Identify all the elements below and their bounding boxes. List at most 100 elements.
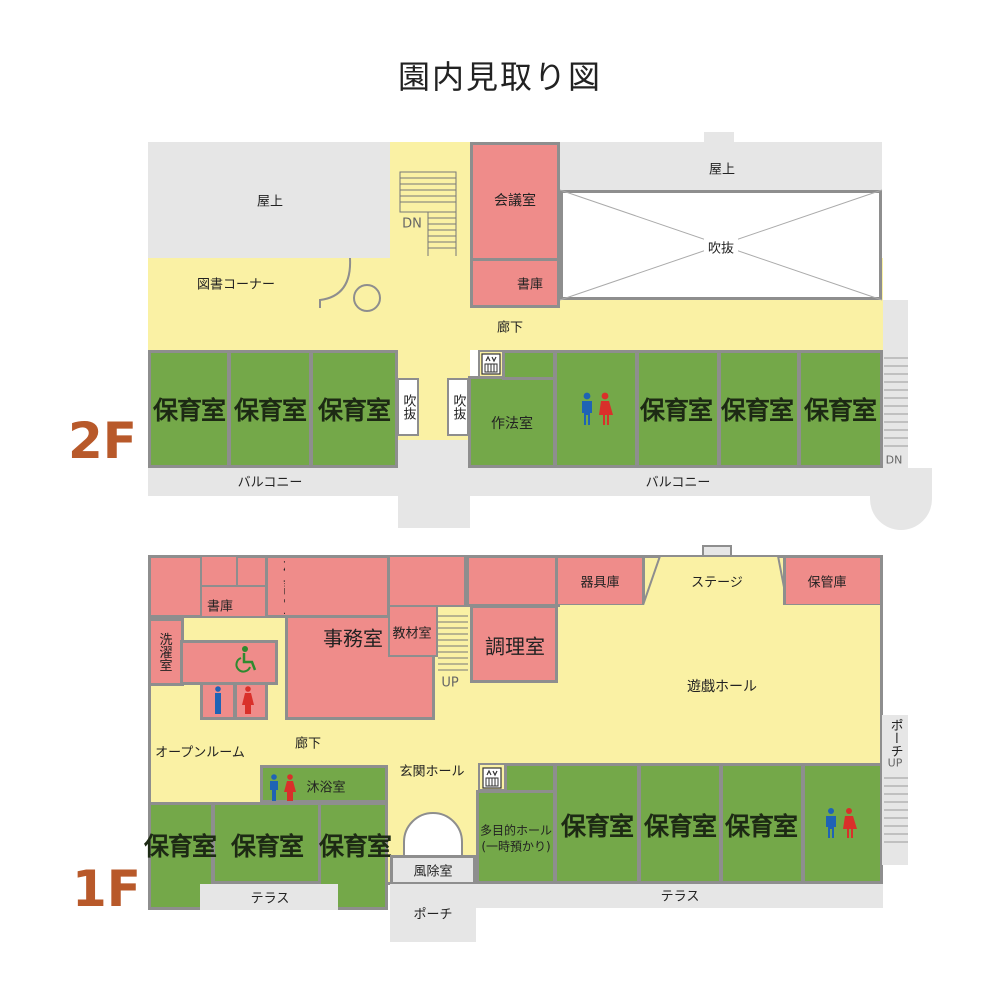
corridor-1f-label: 廊下 xyxy=(294,736,322,752)
storage-2f xyxy=(500,258,560,308)
balcony-strip xyxy=(148,468,883,496)
nursery-1f-1-label: 保育室 xyxy=(143,832,217,861)
porch-bottom xyxy=(390,884,476,942)
terrace-right xyxy=(476,884,883,908)
nursery-2f-1 xyxy=(148,350,230,468)
custody-room-label: 保管庫 xyxy=(807,575,847,591)
equipment-room-label: 器具庫 xyxy=(580,575,620,591)
atrium-small-left xyxy=(397,378,419,436)
rooftop-left xyxy=(148,142,390,260)
custody-room xyxy=(783,555,883,607)
outer-stairs-2f xyxy=(880,300,908,468)
conference-room xyxy=(470,142,560,262)
windbreak-room xyxy=(390,855,476,885)
page-title: 園内見取り図 xyxy=(397,58,602,96)
terrace-right-label: テラス xyxy=(660,889,700,905)
stairwell-2f xyxy=(390,142,470,272)
floor-label-1f: 1F xyxy=(72,860,141,918)
storage-1f-label: 書庫 xyxy=(206,599,234,615)
porch-bottom-label: ポーチ xyxy=(413,907,453,923)
balcony-right-label: バルコニー xyxy=(645,475,711,491)
play-hall-label: 遊戯ホール xyxy=(687,679,757,695)
library-wall-icon xyxy=(319,257,381,312)
porch-right xyxy=(882,715,908,865)
materials-room xyxy=(388,605,438,657)
toilet-1f-icon xyxy=(215,686,254,714)
storage-1f xyxy=(200,585,268,618)
atrium-small-right-label: 吹抜 xyxy=(450,394,466,420)
elevator-icon xyxy=(481,353,501,375)
library-corner-label: 図書コーナー xyxy=(196,277,276,293)
nursery-1f-6-label: 保育室 xyxy=(724,812,798,841)
multipurpose-annex xyxy=(504,763,556,793)
outer-stairs-1f-icon xyxy=(884,777,908,843)
nursery-1f-4-label: 保育室 xyxy=(560,812,634,841)
bath-room xyxy=(260,765,388,803)
outer-stairs-2f-icon xyxy=(884,357,908,447)
nursery-2f-3 xyxy=(310,350,398,468)
corridor-2f-label: 廊下 xyxy=(496,320,524,336)
nursery-2f-5-label: 保育室 xyxy=(720,396,794,425)
nursery-2f-1-label: 保育室 xyxy=(152,396,226,425)
floor-label-2f: 2F xyxy=(68,412,137,470)
open-room-label: オープンルーム xyxy=(155,745,245,761)
multipurpose-sub-label: (一時預かり) xyxy=(481,839,551,854)
conference-room-label: 会議室 xyxy=(494,193,536,209)
atrium-main-label: 吹抜 xyxy=(703,237,739,257)
nursery-2f-2 xyxy=(228,350,312,468)
elevator-1f-icon xyxy=(482,767,502,789)
nursery-2f-3-label: 保育室 xyxy=(317,396,391,425)
stairs-1f-icon xyxy=(438,615,468,671)
kitchen-top xyxy=(466,555,558,607)
office-label: 事務室 xyxy=(323,626,383,651)
nursery-2f-6-label: 保育室 xyxy=(803,396,877,425)
atrium-small-left-label: 吹抜 xyxy=(400,394,416,420)
storage-top-mid xyxy=(388,555,466,607)
rooftop-vent xyxy=(704,132,734,144)
windbreak-room-label: 風除室 xyxy=(413,864,453,880)
balcony-left-label: バルコニー xyxy=(237,475,303,491)
toilet-1f-right xyxy=(802,763,883,884)
etiquette-room-label: 作法室 xyxy=(491,416,533,432)
toilet-icon xyxy=(582,392,613,425)
outer-stairs-dn-label: DN xyxy=(885,453,903,467)
entrance-arch-icon xyxy=(403,812,463,857)
porch-right-label: ポーチ xyxy=(887,718,903,758)
entrance-hall-label: 玄関ホール xyxy=(399,764,465,780)
materials-room-label: 教材室 xyxy=(392,626,432,642)
storage-2f-annex xyxy=(470,258,503,308)
nursery-1f-2-label: 保育室 xyxy=(230,832,304,861)
multipurpose-label: 多目的ホール xyxy=(479,823,553,838)
stage-vent xyxy=(702,545,732,557)
nursery-1f-3-label: 保育室 xyxy=(318,832,392,861)
nursery-1f-2 xyxy=(212,802,322,884)
storage-1f-small xyxy=(200,555,238,587)
nursery-2f-4-label: 保育室 xyxy=(639,396,713,425)
toilet-accessible xyxy=(180,640,278,685)
etiquette-annex xyxy=(502,350,556,380)
rooftop-left-label: 屋上 xyxy=(256,194,284,210)
stairs-dn-label-2f: DN xyxy=(402,216,422,232)
stairs-up-label-1f: UP xyxy=(441,675,459,691)
toilet-1f-right-icon xyxy=(826,808,857,838)
play-hall xyxy=(560,605,880,763)
kitchen xyxy=(470,605,558,683)
terrace-left xyxy=(200,884,338,910)
bath-room-label: 沐浴室 xyxy=(306,780,346,796)
stair-landing-2f xyxy=(870,468,932,530)
bath-toilet-icon xyxy=(270,774,296,801)
nursery-1f-5-label: 保育室 xyxy=(643,812,717,841)
nursery-2f-2-label: 保育室 xyxy=(233,396,307,425)
laundry-room-label: 洗濯室 xyxy=(156,632,172,672)
stairs-2f-icon xyxy=(399,171,457,256)
rooftop-right-label: 屋上 xyxy=(708,162,736,178)
kitchen-label: 調理室 xyxy=(485,634,545,659)
nursery-1f-4 xyxy=(554,763,640,884)
storage-2f-label: 書庫 xyxy=(516,277,544,293)
nursery-2f-6 xyxy=(798,350,883,468)
balcony-center xyxy=(398,438,470,528)
stairs-up-right-label: UP xyxy=(887,756,903,770)
nursery-2f-5 xyxy=(718,350,800,468)
rooftop-right xyxy=(560,142,882,194)
stage-label: ステージ xyxy=(691,575,743,591)
